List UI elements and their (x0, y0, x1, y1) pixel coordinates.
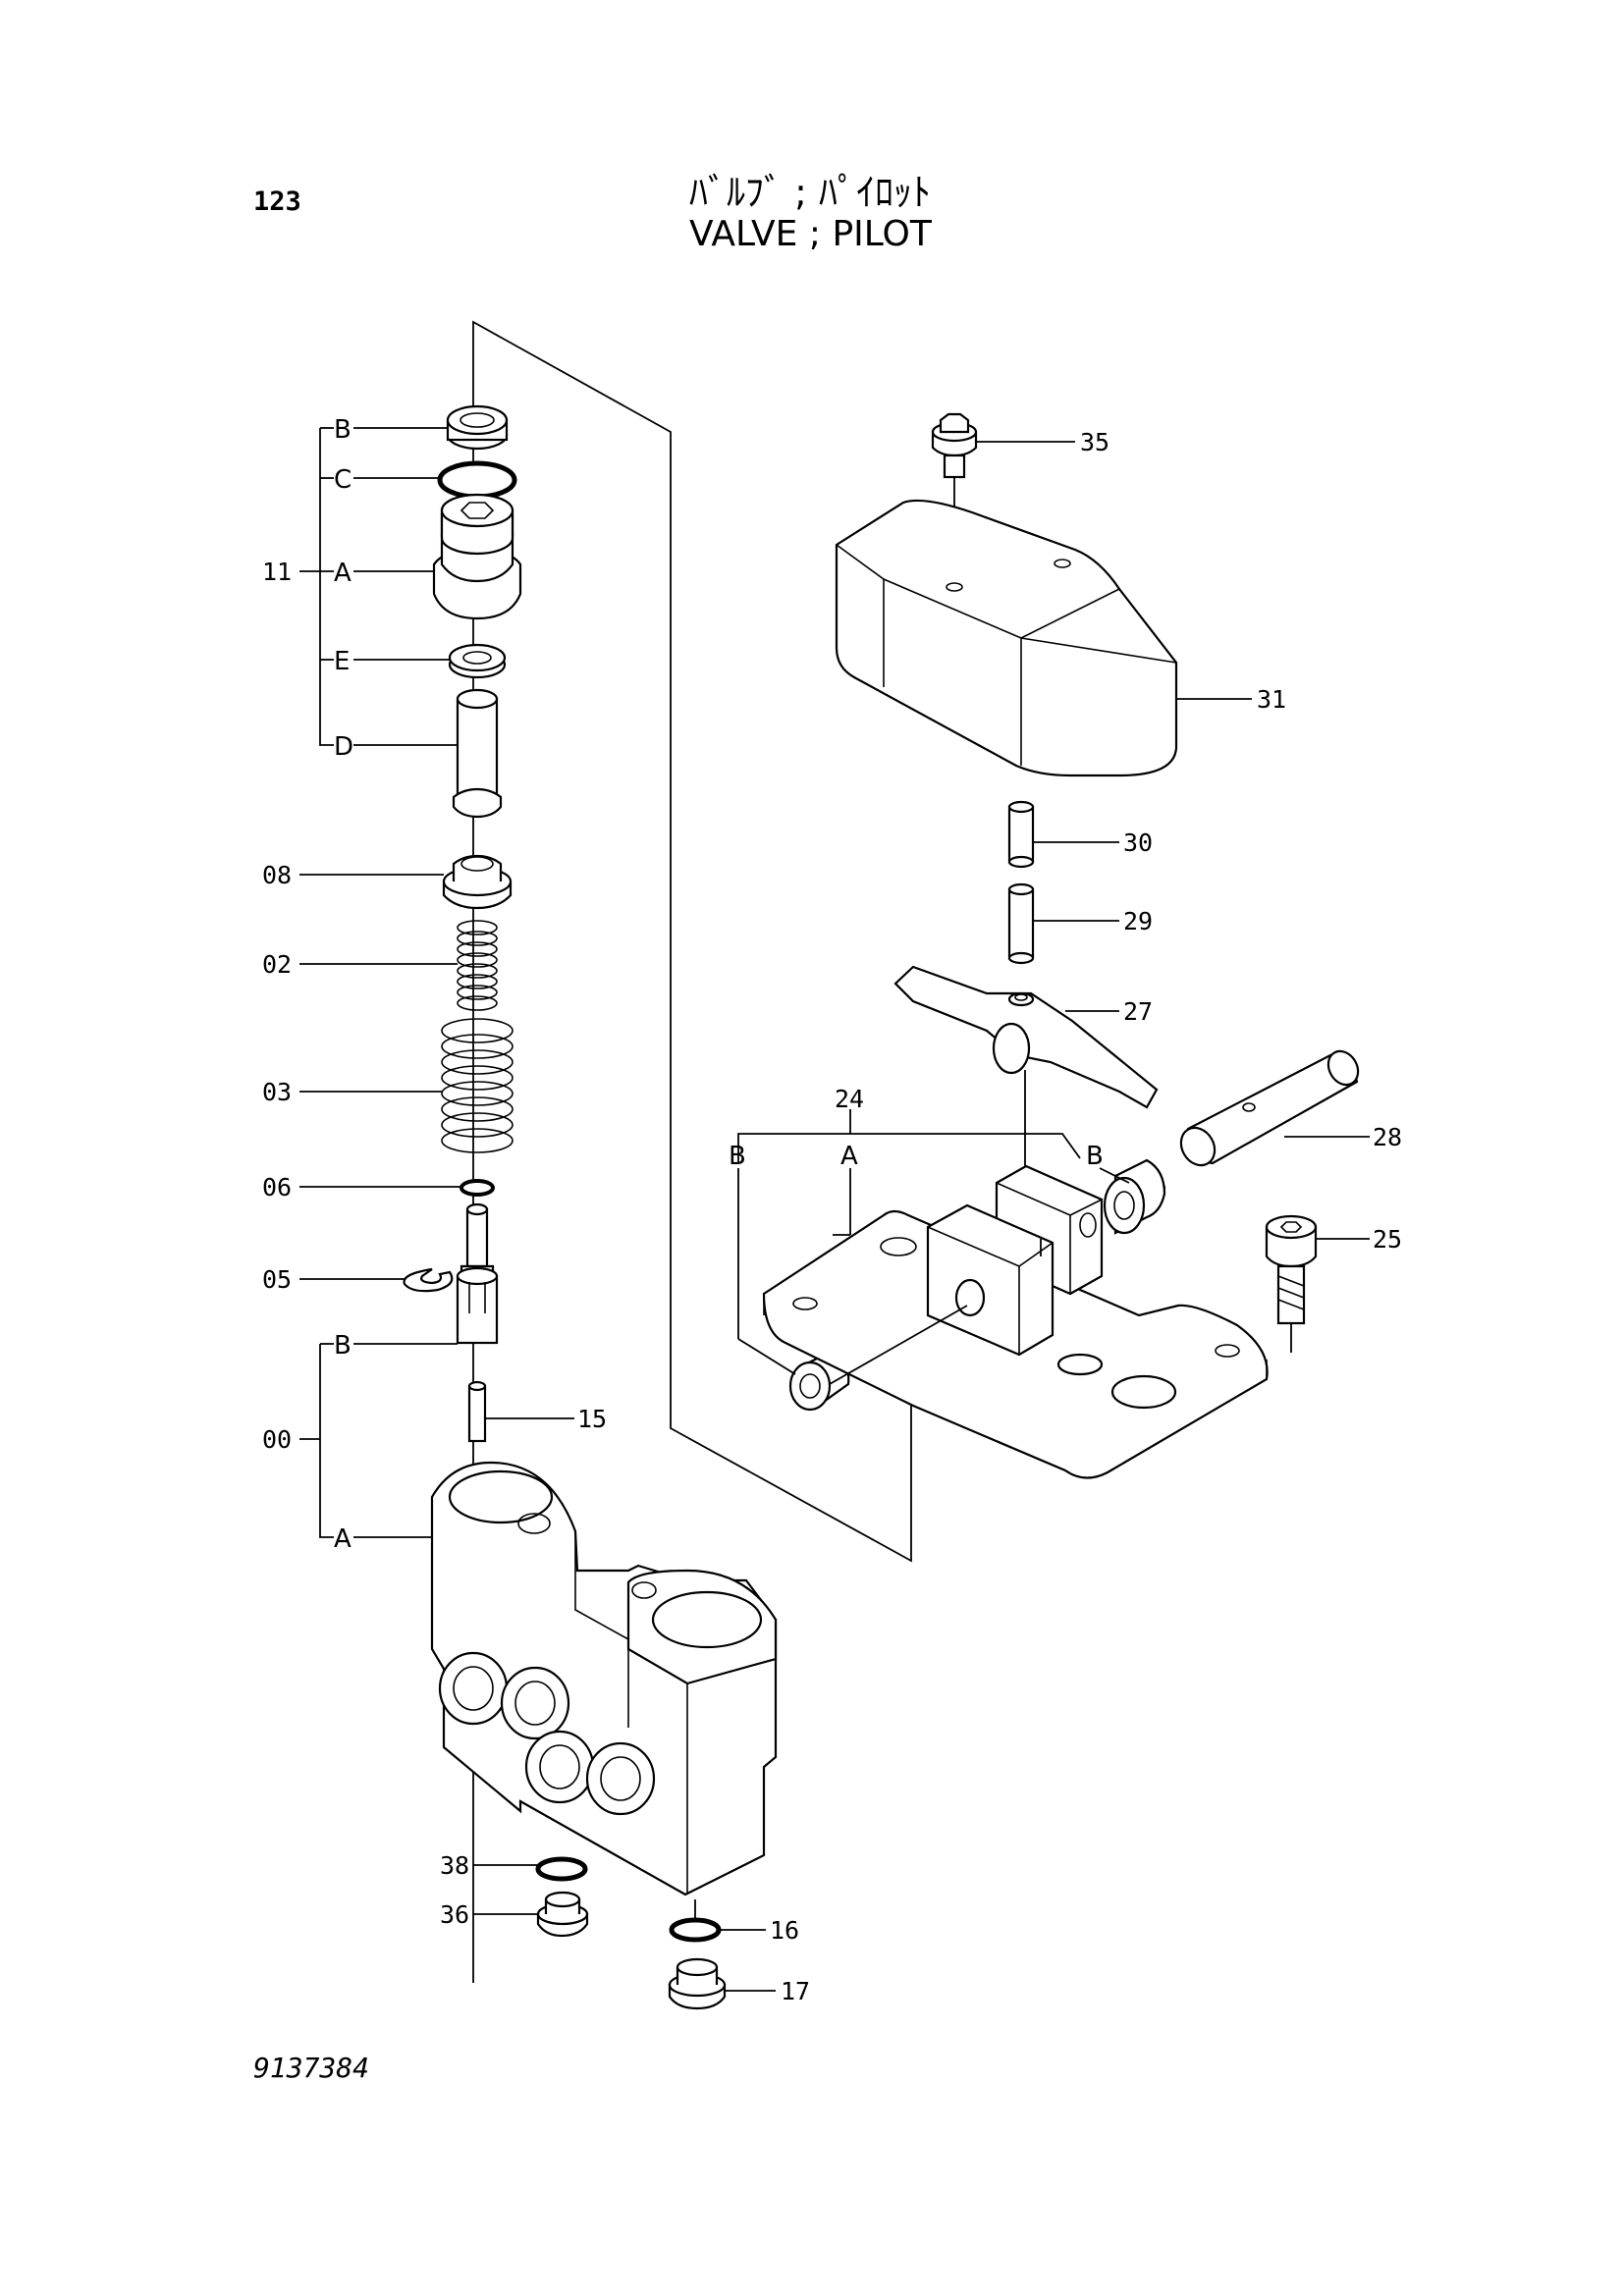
callout-00: 00 (262, 1425, 292, 1454)
callout-17: 17 (781, 1977, 810, 2005)
callout-08: 08 (262, 861, 292, 889)
part-30-sleeve (1007, 800, 1035, 869)
callout-11c: C (334, 465, 352, 495)
part-17-plug (668, 1957, 727, 2010)
callout-02: 02 (262, 950, 292, 979)
callout-15: 15 (577, 1405, 607, 1433)
page-number: 123 (253, 187, 301, 217)
callout-00b: B (334, 1331, 352, 1361)
part-24b-bushing-right (1103, 1158, 1166, 1235)
part-35-bolt (931, 412, 978, 479)
assembly-connector-line (472, 320, 912, 1563)
drawing-number: 9137384 (253, 2052, 370, 2084)
part-11d-pin (452, 688, 503, 819)
part-25-socket-bolt (1265, 1214, 1318, 1325)
callout-00a: A (334, 1524, 352, 1554)
callout-30: 30 (1123, 828, 1153, 857)
part-11b-nut (446, 404, 509, 451)
right-leader-lines (737, 441, 1370, 1385)
part-11a-housing (432, 493, 522, 620)
callout-35: 35 (1080, 428, 1109, 456)
callout-36: 36 (440, 1900, 469, 1929)
callout-11: 11 (262, 558, 292, 586)
callout-24b-right: B (1086, 1142, 1104, 1171)
part-00a-valve-body (430, 1461, 778, 1896)
callout-31: 31 (1257, 685, 1286, 714)
callout-16: 16 (770, 1916, 799, 1945)
part-28-pin (1179, 1049, 1360, 1167)
part-24a-base-plate (762, 1164, 1269, 1479)
left-leader-lines (299, 427, 776, 1992)
callout-03: 03 (262, 1078, 292, 1106)
page-title-japanese: ﾊﾞﾙﾌﾞ ; ﾊﾟｲﾛｯﾄ (689, 171, 931, 214)
part-06-washer (460, 1179, 495, 1197)
callout-labels: 11 B C A E D 08 02 03 06 05 00 B A 15 38… (262, 415, 1402, 2005)
callout-11a: A (334, 559, 352, 588)
part-16-o-ring (669, 1917, 722, 1943)
part-00b-spool (456, 1202, 499, 1345)
callout-11e: E (334, 647, 350, 676)
page-title: VALVE ; PILOT (689, 214, 932, 254)
callout-05: 05 (262, 1265, 292, 1294)
callout-24a: A (840, 1142, 858, 1171)
part-08-spring-seat (442, 854, 513, 910)
part-11e-washer (448, 643, 507, 679)
callout-25: 25 (1373, 1225, 1402, 1254)
callout-06: 06 (262, 1173, 292, 1201)
part-02-inner-spring (457, 920, 498, 1011)
part-03-outer-spring (441, 1018, 514, 1153)
part-15-pin (467, 1380, 487, 1443)
callout-28: 28 (1373, 1123, 1402, 1151)
part-29-sleeve (1007, 882, 1035, 965)
callout-38: 38 (440, 1851, 469, 1880)
callout-11d: D (334, 732, 353, 762)
callout-24b-left: B (729, 1142, 746, 1171)
part-27-lever (893, 965, 1159, 1109)
callout-29: 29 (1123, 907, 1153, 935)
callout-24: 24 (835, 1085, 864, 1113)
part-31-cover (835, 499, 1178, 777)
part-05-snap-ring (403, 1267, 454, 1293)
callout-11b: B (334, 415, 352, 445)
part-38-o-ring (535, 1856, 588, 1882)
callout-27: 27 (1123, 997, 1153, 1026)
part-11c-o-ring (437, 460, 517, 500)
part-36-plug (536, 1891, 589, 1938)
